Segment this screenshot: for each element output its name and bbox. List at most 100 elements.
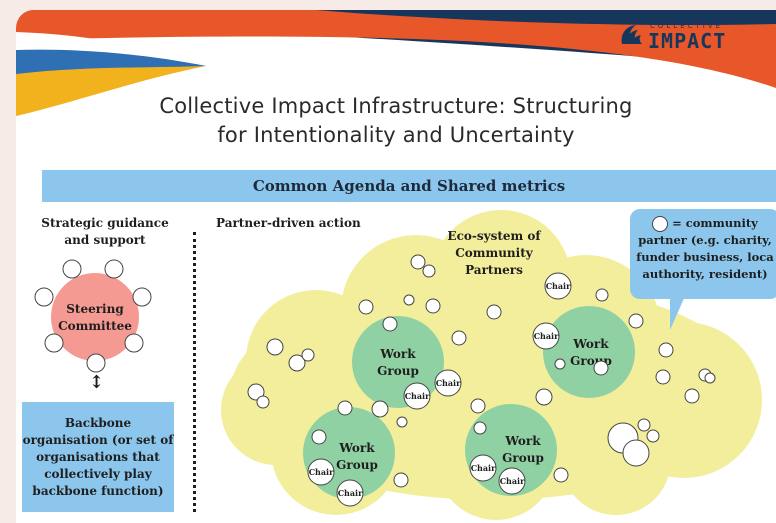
chair-circle — [532, 322, 560, 350]
chair-label: Chair — [500, 476, 525, 486]
strategic-guidance-label: Strategic guidance and support — [40, 215, 170, 249]
partner-circle — [646, 429, 660, 443]
steering-line1: Steering — [66, 302, 124, 316]
legend-circle-icon — [652, 215, 669, 232]
chair-label: Chair — [546, 281, 571, 291]
partner-circle — [637, 418, 651, 432]
partner-circle — [266, 338, 284, 356]
work-group-1-label-line2: Group — [377, 364, 419, 378]
chair-label: Chair — [534, 331, 559, 341]
strategic-line2: and support — [64, 233, 146, 247]
chair-label: Chair — [309, 467, 334, 477]
partner-circle — [132, 287, 152, 307]
partner-circle — [535, 388, 553, 406]
chair-circle — [544, 272, 572, 300]
partner-circle — [704, 372, 716, 384]
chair-label: Chair — [436, 378, 461, 388]
partner-circle — [34, 287, 54, 307]
legend-line3: funder business, loca — [636, 250, 774, 264]
page-title-line1: Collective Impact Infrastructure: Struct… — [159, 94, 633, 118]
community-partner-nodes — [247, 254, 716, 488]
partner-circle — [473, 421, 487, 435]
chair-circle — [336, 479, 364, 507]
backbone-line3: organisations that — [36, 449, 160, 464]
white-swoosh — [16, 32, 206, 66]
work-group-2-label-line1: Work — [572, 337, 609, 351]
partner-circle — [470, 398, 486, 414]
partner-circle — [658, 342, 674, 358]
partner-driven-action-label: Partner-driven action — [216, 216, 361, 230]
column-divider — [193, 232, 196, 512]
orange-swoosh — [16, 10, 776, 88]
partner-circle — [301, 348, 315, 362]
legend-text: = community partner (e.g. charity, funde… — [630, 215, 776, 283]
partner-circle — [622, 439, 650, 467]
work-group-4-label-line1: Work — [504, 434, 541, 448]
slide-card: COLLECTIVE IMPACT Collective Impact Infr… — [16, 10, 776, 523]
partner-circle — [124, 333, 144, 353]
work-group-4-label-line2: Group — [502, 451, 544, 465]
partner-circle — [684, 388, 700, 404]
chair-circle — [403, 382, 431, 410]
partner-circle — [554, 358, 566, 370]
partner-circle — [553, 467, 569, 483]
chair-circle — [307, 458, 335, 486]
partner-circle — [593, 360, 609, 376]
partner-circle — [256, 395, 270, 409]
partner-circle — [371, 400, 389, 418]
logo-subtext: COLLECTIVE — [650, 22, 724, 30]
partner-circle — [86, 353, 106, 373]
page-title-line2: for Intentionality and Uncertainty — [217, 123, 575, 147]
chair-label: Chair — [471, 463, 496, 473]
partner-circle — [247, 383, 265, 401]
partner-circle — [628, 313, 644, 329]
backbone-line4: collectively play — [44, 466, 152, 481]
partner-circle — [288, 354, 306, 372]
partner-circle — [44, 333, 64, 353]
backbone-line2: organisation (or set of — [22, 432, 174, 447]
work-group-1-label-line1: Work — [379, 347, 416, 361]
ecosystem-line2: Community Partners — [455, 246, 533, 277]
partner-circle — [396, 416, 408, 428]
chair-circle — [434, 369, 462, 397]
partner-circle — [311, 429, 327, 445]
ecosystem-label: Eco-system of Community Partners — [426, 228, 562, 279]
strategic-line1: Strategic guidance — [41, 216, 169, 230]
two-way-arrow-icon: ↕ — [89, 372, 105, 393]
work-group-3-label-line1: Work — [338, 441, 375, 455]
steering-committee-diagram: Steering Committee — [34, 259, 152, 373]
partner-circle — [410, 254, 426, 270]
chair-label: Chair — [338, 488, 363, 498]
partner-circle — [337, 400, 353, 416]
work-group-3-label-line2: Group — [336, 458, 378, 472]
ecosystem-line1: Eco-system of — [447, 229, 541, 243]
callout-pointer — [670, 294, 686, 330]
chair-circle — [498, 467, 526, 495]
chair-circle — [469, 454, 497, 482]
collective-impact-logo-icon — [621, 25, 642, 44]
partner-circle — [62, 259, 82, 279]
legend-line2: partner (e.g. charity, — [638, 233, 772, 247]
legend-line1: = community — [672, 216, 758, 230]
partner-circle — [655, 369, 671, 385]
partner-circle — [422, 264, 436, 278]
backbone-organisation-box: Backbone organisation (or set of organis… — [22, 402, 174, 512]
partner-circle — [358, 299, 374, 315]
chair-label: Chair — [405, 391, 430, 401]
partner-circle — [382, 316, 398, 332]
steering-line2: Committee — [58, 319, 132, 333]
common-agenda-bar: Common Agenda and Shared metrics — [42, 170, 776, 202]
partner-circle — [403, 294, 415, 306]
logo-wordmark: IMPACT — [648, 29, 727, 53]
steering-committee-circle — [51, 273, 139, 361]
backbone-line5: backbone function) — [32, 483, 164, 498]
partner-circle — [393, 472, 409, 488]
partner-circle — [104, 259, 124, 279]
partner-circle — [595, 288, 609, 302]
work-group-2-circle — [543, 306, 635, 398]
header-swooshes — [16, 10, 776, 116]
partner-circle — [451, 330, 467, 346]
backbone-line1: Backbone — [64, 415, 132, 430]
partner-circle — [486, 304, 502, 320]
